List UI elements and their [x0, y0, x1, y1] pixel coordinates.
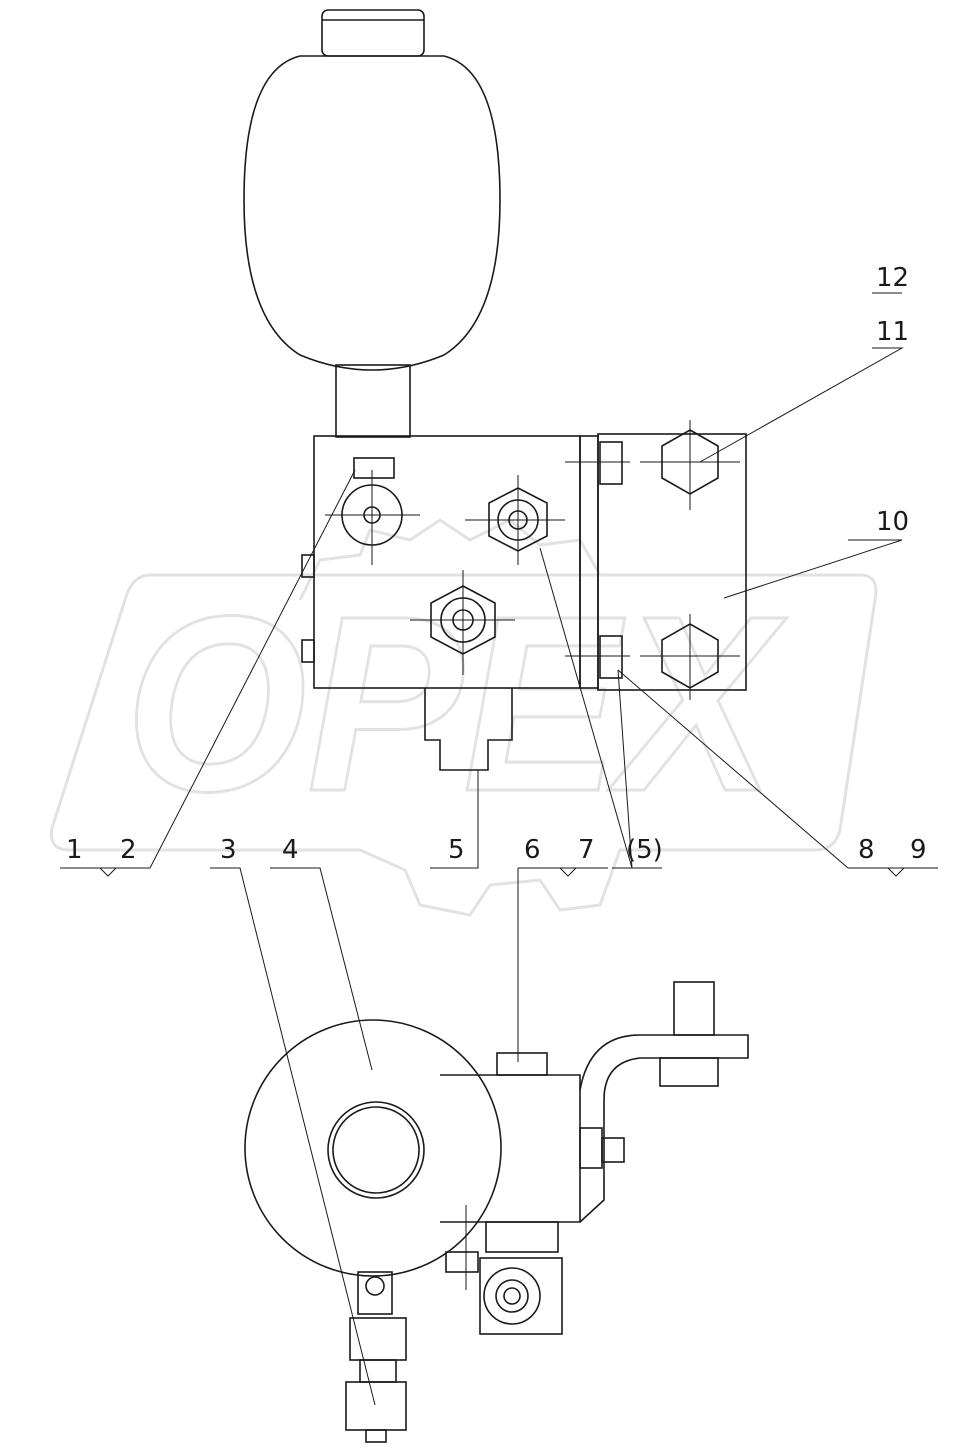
callout-11: 11	[876, 317, 909, 347]
accumulator	[243, 9, 501, 438]
callout-6: 6	[524, 835, 541, 865]
callout-10: 10	[876, 507, 909, 537]
valve-block	[301, 420, 747, 771]
callout-8: 8	[858, 835, 875, 865]
callout-5: 5	[448, 835, 465, 865]
leader-lines	[60, 292, 938, 1406]
callout-9: 9	[910, 835, 927, 865]
callout-4: 4	[282, 835, 299, 865]
callout-7: 7	[578, 835, 595, 865]
callout-1: 1	[66, 835, 83, 865]
callout-2: 2	[120, 835, 137, 865]
callout-3: 3	[220, 835, 237, 865]
lower-assembly	[244, 981, 749, 1443]
callout-5-ref: (5)	[626, 835, 663, 865]
watermark-text: OPEX	[125, 564, 787, 843]
callout-12: 12	[876, 263, 909, 293]
callout-labels: 1 2 3 4 5 6 7 (5) 8 9 10 11 12	[66, 263, 927, 865]
